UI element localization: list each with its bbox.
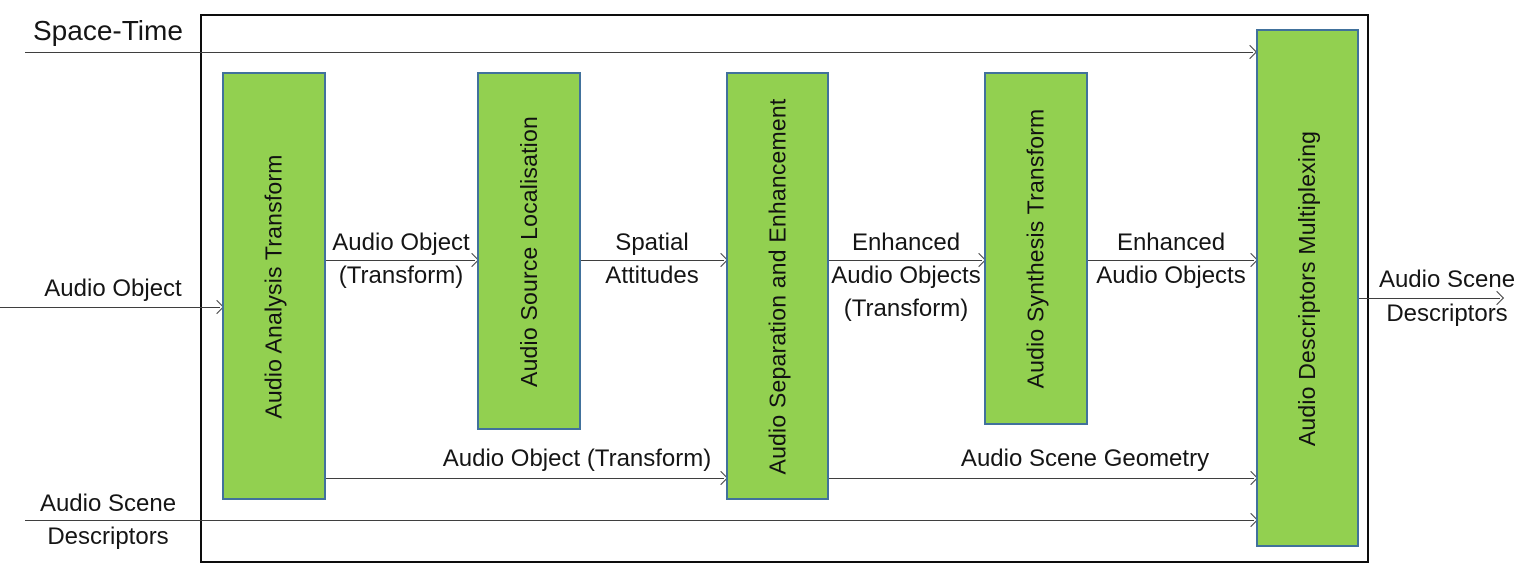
- enhanced-audio-objects-transform-label-line1: Enhanced: [851, 229, 961, 256]
- audio-scene-descriptors-input-line: [25, 520, 1254, 521]
- audio-object-transform-bottom-label: Audio Object (Transform): [442, 445, 712, 472]
- audio-scene-geometry-label: Audio Scene Geometry: [960, 445, 1210, 472]
- output-line: [1359, 298, 1500, 299]
- synthesis-to-multiplexing-line: [1088, 260, 1254, 261]
- audio-scene-descriptors-output-label-line1: Audio Scene: [1378, 266, 1516, 293]
- space-time-label: Space-Time: [33, 15, 183, 46]
- block-audio-synthesis-transform: Audio Synthesis Transform: [984, 72, 1088, 425]
- audio-scene-descriptors-input-label-line2: Descriptors: [47, 523, 169, 550]
- enhanced-audio-objects-transform-label-line3: (Transform): [843, 295, 969, 322]
- audio-scene-geometry-line: [829, 478, 1254, 479]
- audio-scene-descriptors-output-label-line2: Descriptors: [1386, 300, 1508, 327]
- block-audio-descriptors-multiplexing-label: Audio Descriptors Multiplexing: [1294, 130, 1321, 446]
- enhanced-audio-objects-label-line1: Enhanced: [1116, 229, 1226, 256]
- audio-object-transform-bottom-line: [326, 478, 724, 479]
- enhanced-audio-objects-transform-label-line2: Audio Objects: [831, 262, 981, 289]
- audio-object-transform-label-line1: Audio Object: [332, 229, 470, 256]
- audio-object-transform-label-line2: (Transform): [338, 262, 464, 289]
- block-audio-source-localisation-label: Audio Source Localisation: [515, 115, 542, 387]
- audio-scene-descriptors-input-label-line1: Audio Scene: [39, 490, 177, 517]
- spatial-attitudes-label-line1: Spatial: [615, 229, 689, 256]
- analysis-to-localisation-line: [326, 260, 475, 261]
- block-audio-analysis-transform-label: Audio Analysis Transform: [260, 153, 287, 419]
- spatial-attitudes-label-line2: Attitudes: [605, 262, 699, 289]
- space-time-line: [25, 52, 1253, 53]
- block-audio-synthesis-transform-label: Audio Synthesis Transform: [1022, 108, 1049, 389]
- system-boundary-rect: [200, 14, 1369, 563]
- audio-object-input-label: Audio Object: [44, 275, 182, 302]
- block-audio-analysis-transform: Audio Analysis Transform: [222, 72, 326, 500]
- block-audio-separation-enhancement: Audio Separation and Enhancement: [726, 72, 829, 500]
- localisation-to-separation-line: [581, 260, 724, 261]
- audio-object-input-line: [0, 307, 220, 308]
- block-audio-separation-enhancement-label: Audio Separation and Enhancement: [764, 98, 791, 474]
- enhanced-audio-objects-label-line2: Audio Objects: [1096, 262, 1246, 289]
- separation-to-synthesis-line: [829, 260, 982, 261]
- block-audio-descriptors-multiplexing: Audio Descriptors Multiplexing: [1256, 29, 1359, 547]
- block-audio-source-localisation: Audio Source Localisation: [477, 72, 581, 430]
